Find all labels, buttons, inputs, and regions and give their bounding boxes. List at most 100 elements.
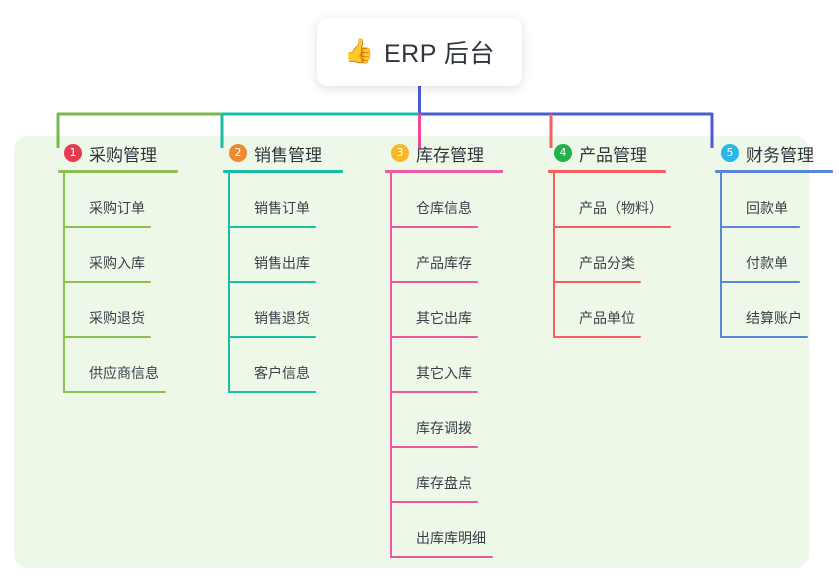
module-item-label: 销售订单	[254, 200, 310, 216]
module-item[interactable]: 结算账户	[720, 283, 839, 338]
module-item[interactable]: 采购入库	[63, 228, 199, 283]
module-item-label: 仓库信息	[416, 200, 472, 216]
module-item-rule	[553, 226, 671, 228]
module-item-label: 产品单位	[579, 310, 635, 326]
module-item-label: 产品分类	[579, 255, 635, 271]
module-item-label: 采购订单	[89, 200, 145, 216]
module-header-rule	[715, 170, 833, 173]
module-item[interactable]: 采购订单	[63, 173, 199, 228]
module-item-label: 回款单	[746, 200, 788, 216]
module-item-label: 其它出库	[416, 310, 472, 326]
module-header-rule	[385, 170, 503, 173]
branch-trunk-line	[390, 173, 392, 558]
module-columns: 1 采购管理采购订单采购入库采购退货供应商信息 2 销售管理销售订单销售出库销售退货客…	[14, 136, 833, 568]
module-title: 销售管理	[254, 145, 322, 165]
module-item[interactable]: 回款单	[720, 173, 839, 228]
module-item-label: 出库库明细	[416, 530, 486, 546]
module-item-label: 采购退货	[89, 310, 145, 326]
module-item-label: 产品库存	[416, 255, 472, 271]
module-item-rule	[553, 336, 641, 338]
module-item[interactable]: 付款单	[720, 228, 839, 283]
root-node-card[interactable]: 👍 ERP 后台	[317, 18, 522, 86]
module-column-4: 4 产品管理产品（物料） 产品分类产品单位	[529, 136, 704, 338]
module-number-badge: 1	[64, 144, 82, 162]
module-header-rule	[548, 170, 666, 173]
module-item-list: 采购订单采购入库采购退货供应商信息	[63, 173, 199, 393]
module-item-label: 结算账户	[746, 310, 802, 326]
module-column-5: 5 财务管理回款单付款单结算账户	[696, 136, 839, 338]
module-item-label: 客户信息	[254, 365, 310, 381]
module-item-list: 销售订单销售出库销售退货客户信息	[228, 173, 364, 393]
module-item-rule	[390, 391, 478, 393]
module-item-rule	[63, 226, 151, 228]
module-column-3: 3 库存管理仓库信息产品库存其它出库其它入库库存调拨库存盘点出库库明细	[366, 136, 541, 558]
module-header-rule	[58, 170, 178, 173]
module-header-1[interactable]: 1 采购管理	[39, 136, 199, 170]
branch-trunk-line	[228, 173, 230, 393]
module-number-badge: 2	[229, 144, 247, 162]
module-item[interactable]: 产品（物料）	[553, 173, 704, 228]
module-title: 库存管理	[416, 145, 484, 165]
module-item[interactable]: 销售退货	[228, 283, 364, 338]
module-header-5[interactable]: 5 财务管理	[696, 136, 839, 170]
thumbs-up-icon: 👍	[344, 38, 374, 65]
module-item-label: 销售出库	[254, 255, 310, 271]
module-column-1: 1 采购管理采购订单采购入库采购退货供应商信息	[39, 136, 199, 393]
module-item[interactable]: 产品库存	[390, 228, 541, 283]
module-item-rule	[228, 226, 316, 228]
module-number-badge: 3	[391, 144, 409, 162]
module-number-badge: 5	[721, 144, 739, 162]
module-item-rule	[228, 336, 316, 338]
module-item[interactable]: 供应商信息	[63, 338, 199, 393]
module-item-rule	[390, 336, 478, 338]
module-header-4[interactable]: 4 产品管理	[529, 136, 704, 170]
module-item[interactable]: 仓库信息	[390, 173, 541, 228]
branch-trunk-line	[63, 173, 65, 393]
module-item[interactable]: 库存调拨	[390, 393, 541, 448]
module-item-list: 回款单付款单结算账户	[720, 173, 839, 338]
module-item[interactable]: 客户信息	[228, 338, 364, 393]
module-item-label: 库存盘点	[416, 475, 472, 491]
module-item[interactable]: 采购退货	[63, 283, 199, 338]
module-item-label: 库存调拨	[416, 420, 472, 436]
module-header-rule	[223, 170, 343, 173]
module-number-badge: 4	[554, 144, 572, 162]
module-item-rule	[720, 336, 808, 338]
module-header-2[interactable]: 2 销售管理	[204, 136, 364, 170]
module-item[interactable]: 产品分类	[553, 228, 704, 283]
module-item-rule	[390, 556, 493, 558]
module-item-rule	[720, 281, 800, 283]
module-header-3[interactable]: 3 库存管理	[366, 136, 541, 170]
module-title: 产品管理	[579, 145, 647, 165]
module-item[interactable]: 库存盘点	[390, 448, 541, 503]
module-item-rule	[390, 501, 478, 503]
module-title: 财务管理	[746, 145, 814, 165]
module-item-rule	[63, 281, 151, 283]
module-item-rule	[390, 226, 478, 228]
module-item[interactable]: 其它入库	[390, 338, 541, 393]
module-item-rule	[390, 446, 478, 448]
module-item-rule	[390, 281, 478, 283]
module-item[interactable]: 销售订单	[228, 173, 364, 228]
module-item-list: 产品（物料） 产品分类产品单位	[553, 173, 704, 338]
module-item[interactable]: 出库库明细	[390, 503, 541, 558]
module-item-rule	[63, 391, 166, 393]
module-item-label: 供应商信息	[89, 365, 159, 381]
module-item[interactable]: 其它出库	[390, 283, 541, 338]
branch-trunk-line	[720, 173, 722, 338]
root-node-content: 👍 ERP 后台	[344, 34, 495, 70]
module-item-label: 采购入库	[89, 255, 145, 271]
root-node-title: ERP 后台	[383, 40, 495, 68]
module-column-2: 2 销售管理销售订单销售出库销售退货客户信息	[204, 136, 364, 393]
module-title: 采购管理	[89, 145, 157, 165]
module-item-rule	[63, 336, 151, 338]
module-item[interactable]: 产品单位	[553, 283, 704, 338]
module-item-label: 销售退货	[254, 310, 310, 326]
module-item[interactable]: 销售出库	[228, 228, 364, 283]
module-item-rule	[553, 281, 641, 283]
module-item-label: 产品（物料）	[579, 200, 663, 216]
module-item-list: 仓库信息产品库存其它出库其它入库库存调拨库存盘点出库库明细	[390, 173, 541, 558]
branch-trunk-line	[553, 173, 555, 338]
modules-panel	[14, 136, 809, 568]
